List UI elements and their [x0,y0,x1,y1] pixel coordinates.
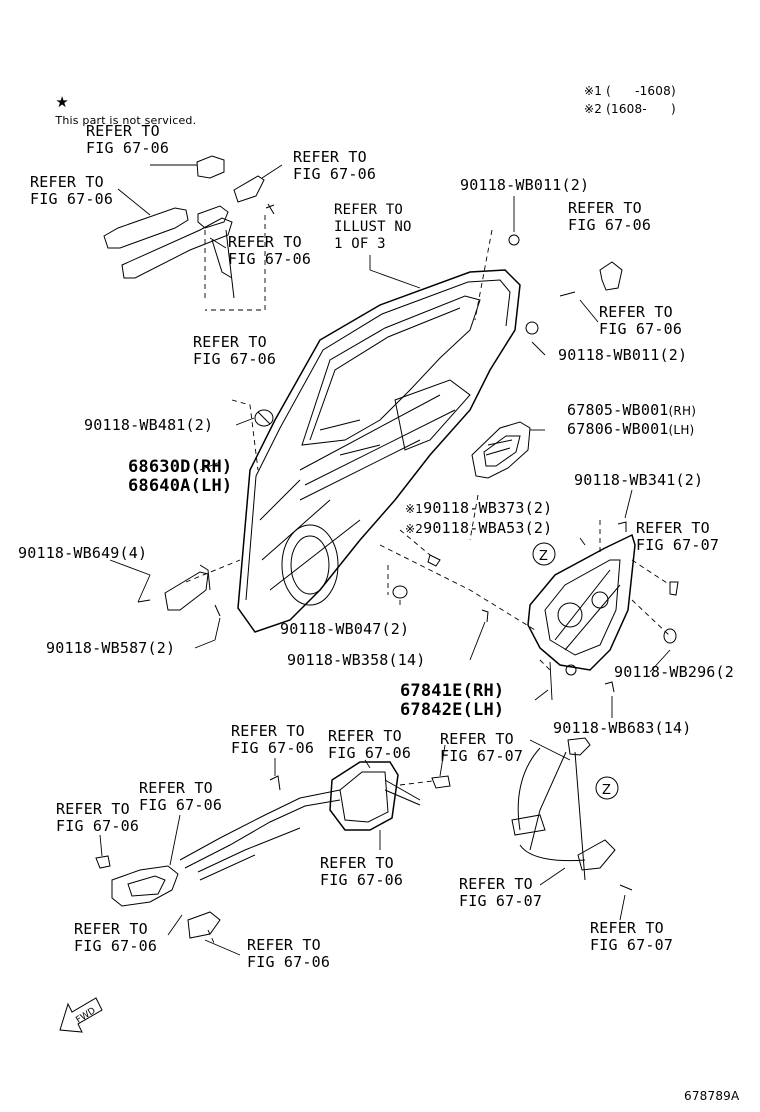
not-serviced-text: This part is not serviced. [55,114,197,127]
part-90118-wb341: 90118-WB341(2) [574,471,704,489]
z-marker-panel [532,542,556,566]
z-marker-regulator [595,776,619,800]
dashed-guide-lines [185,215,671,946]
part-90118-wb011-mid: 90118-WB011(2) [558,346,688,364]
service-cover-drawing [471,421,531,479]
fwd-arrow-icon [59,997,103,1033]
part-90118-wb358: 90118-WB358(14) [287,651,426,669]
part-67841e: 67841E(RH) [400,681,505,701]
window-regulator-drawing [511,737,616,881]
door-lock-drawing [179,761,421,881]
part-90118-wb011-top: 90118-WB011(2) [460,176,590,194]
star-icon: ★ [55,93,70,111]
part-68640a: 68640A(LH) [128,476,233,496]
not-serviced-notice: ★ This part is not serviced. [48,77,196,129]
part-90118-wb481: 90118-WB481(2) [84,416,214,434]
drawing-number: 678789A [684,1089,740,1103]
part-90118-wb296: 90118-WB296(2 [614,663,734,681]
door-panel-drawing [237,269,521,633]
inner-handle-drawing [95,855,221,939]
hinge-drawing [137,564,221,617]
legend-mark-1: ※1 ( -1608) [584,84,676,98]
part-67806-wb001: 67806-WB001(LH) [567,420,695,438]
z-marker-text-2: Z [602,783,611,798]
part-67842e: 67842E(LH) [400,700,505,720]
fasteners-drawing [254,234,679,891]
z-marker-text-1: Z [539,549,548,564]
part-90118-wb587: 90118-WB587(2) [46,639,176,657]
part-90118-wb649: 90118-WB649(4) [18,544,148,562]
regulator-panel-drawing [527,533,636,671]
legend-mark-2: ※2 (1608- ) [584,102,676,116]
exterior-handle-drawing [103,155,275,299]
part-90118-wb373: ※190118-WB373(2) [405,499,553,517]
part-68630d: 68630D(RH) [128,457,233,477]
leader-lines [99,164,671,956]
part-90118-wb047: 90118-WB047(2) [280,620,410,638]
part-67805-wb001: 67805-WB001(RH) [567,401,697,419]
part-90118-wba53: ※290118-WBA53(2) [405,519,553,537]
part-90118-wb683: 90118-WB683(14) [553,719,692,737]
